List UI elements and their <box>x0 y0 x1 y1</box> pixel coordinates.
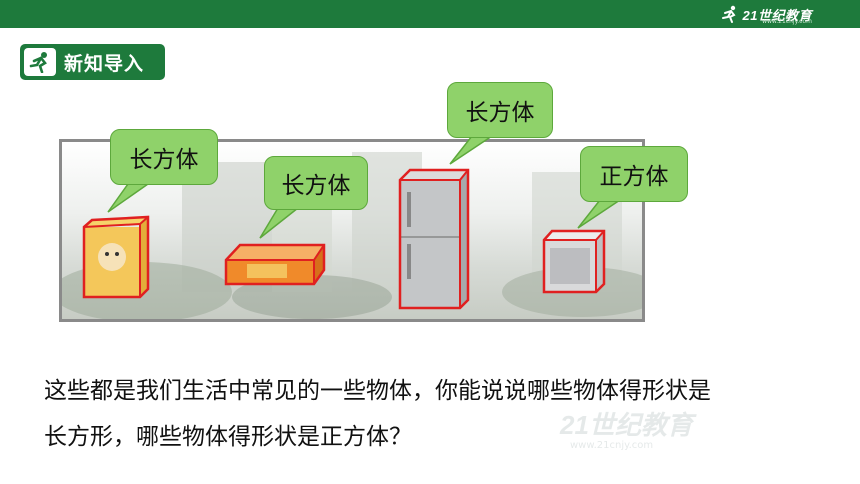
runner-logo-icon <box>721 5 736 23</box>
section-badge: 新知导入 <box>20 44 165 80</box>
label-bubble-box2: 长方体 <box>264 156 368 210</box>
watermark-logo: 21世纪教育 www.21cnjy.com <box>559 410 697 451</box>
snack-box <box>82 215 150 299</box>
label-box1-text: 长方体 <box>129 147 199 173</box>
label-bubble-cube: 正方体 <box>580 146 688 202</box>
question-text: 这些都是我们生活中常见的一些物体，你能说说哪些物体得形状是 长方形，哪些物体得形… <box>44 368 824 460</box>
label-cube-text: 正方体 <box>599 164 669 190</box>
label-fridge-text: 长方体 <box>465 100 535 126</box>
brand-url: www.21cnjy.com <box>762 18 812 25</box>
top-bar: 21世纪教育 www.21cnjy.com <box>0 0 860 28</box>
refrigerator <box>398 168 470 310</box>
brand-name: 21世纪教育 <box>742 7 812 23</box>
orange-box <box>224 243 326 286</box>
svg-text:21世纪教育: 21世纪教育 <box>559 410 697 440</box>
label-bubble-fridge: 长方体 <box>447 82 553 138</box>
label-box2-text: 长方体 <box>281 173 351 199</box>
running-person-icon <box>24 48 56 76</box>
svg-text:www.21cnjy.com: www.21cnjy.com <box>570 440 653 451</box>
brand-logo: 21世纪教育 www.21cnjy.com <box>721 4 812 25</box>
label-bubble-box1: 长方体 <box>110 129 218 185</box>
section-title: 新知导入 <box>64 52 145 75</box>
cube-box <box>542 229 606 294</box>
question-line-1: 这些都是我们生活中常见的一些物体，你能说说哪些物体得形状是 <box>44 378 711 404</box>
question-line-2: 长方形，哪些物体得形状是正方体？ <box>44 424 412 450</box>
